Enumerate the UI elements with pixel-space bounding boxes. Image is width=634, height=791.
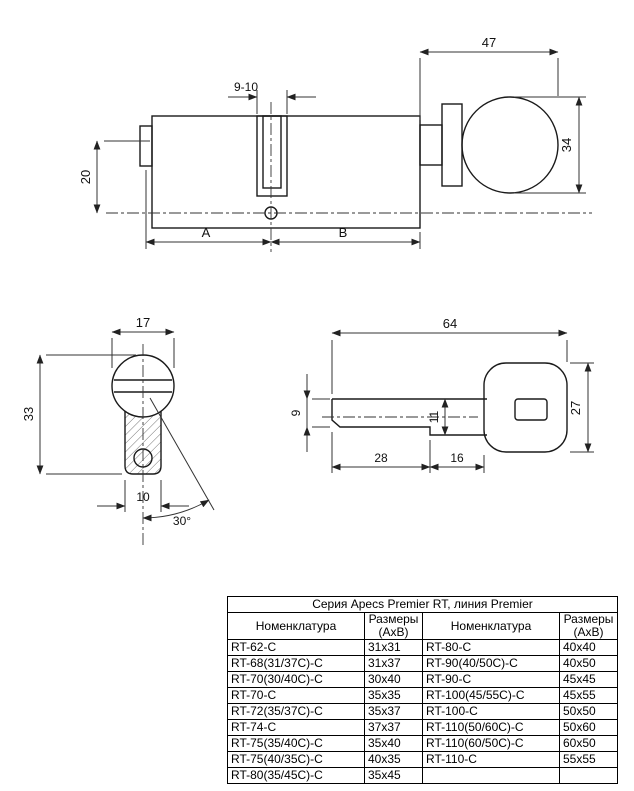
model-cell: RT-90(40/50C)-C bbox=[422, 655, 560, 673]
table-row: RT-70-C 35x35 RT-100(45/55C)-C 45x55 bbox=[227, 687, 618, 705]
key-side-view bbox=[331, 362, 568, 453]
dim-label-16: 16 bbox=[450, 451, 464, 465]
dim-label-64: 64 bbox=[443, 316, 457, 331]
model-cell: RT-80(35/45C)-C bbox=[227, 767, 365, 785]
table-row: RT-72(35/37C)-C 35x37 RT-100-C 50x50 bbox=[227, 703, 618, 721]
model-cell: RT-68(31/37C)-C bbox=[227, 655, 365, 673]
cam bbox=[256, 115, 288, 197]
table-row: RT-62-C 31x31 RT-80-C 40x40 bbox=[227, 639, 618, 657]
key-shaft bbox=[331, 398, 487, 436]
dim-label-28: 28 bbox=[374, 451, 388, 465]
model-cell: RT-90-C bbox=[422, 671, 560, 689]
size-cell: 31x31 bbox=[364, 639, 423, 657]
size-cell: 40x35 bbox=[364, 751, 423, 769]
top-view-dimension-labels: 47 9-10 34 20 A B bbox=[78, 35, 574, 240]
dim-label-17: 17 bbox=[136, 315, 150, 330]
profile-angle-construction bbox=[142, 397, 215, 522]
dim-label-11: 11 bbox=[427, 410, 441, 423]
model-cell: RT-110-C bbox=[422, 751, 560, 769]
model-cell: RT-100(45/55C)-C bbox=[422, 687, 560, 705]
top-view-dimensions bbox=[93, 48, 586, 249]
model-cell: RT-74-C bbox=[227, 719, 365, 737]
size-cell: 55x55 bbox=[559, 751, 618, 769]
size-cell: 30x40 bbox=[364, 671, 423, 689]
model-cell: RT-72(35/37C)-C bbox=[227, 703, 365, 721]
table-header-row: Номенклатура Размеры (АхВ) Номенклатура … bbox=[227, 611, 618, 641]
model-cell: RT-100-C bbox=[422, 703, 560, 721]
dim-label-47: 47 bbox=[482, 35, 496, 50]
model-cell: RT-80-C bbox=[422, 639, 560, 657]
size-cell: 35x45 bbox=[364, 767, 423, 785]
size-cell: 50x50 bbox=[559, 703, 618, 721]
size-cell: 35x37 bbox=[364, 703, 423, 721]
size-cell bbox=[559, 767, 618, 785]
table-row: RT-75(35/40C)-C 35x40 RT-110(60/50C)-C 6… bbox=[227, 735, 618, 753]
col-header-nomenclature-right: Номенклатура bbox=[422, 611, 560, 641]
size-cell: 45x45 bbox=[559, 671, 618, 689]
table-row: RT-74-C 37x37 RT-110(50/60C)-C 50x60 bbox=[227, 719, 618, 737]
knob-flange bbox=[441, 103, 463, 187]
model-cell: RT-70(30/40C)-C bbox=[227, 671, 365, 689]
top-view-centerlines bbox=[106, 102, 592, 252]
model-cell: RT-110(60/50C)-C bbox=[422, 735, 560, 753]
model-cell: RT-62-C bbox=[227, 639, 365, 657]
size-table: Серия Apecs Premier RT, линия Premier Но… bbox=[227, 596, 618, 785]
angle-arc bbox=[142, 499, 210, 522]
cylinder-plug-face bbox=[139, 125, 153, 167]
cam-inner bbox=[262, 115, 282, 189]
size-cell: 35x40 bbox=[364, 735, 423, 753]
size-cell: 45x55 bbox=[559, 687, 618, 705]
size-cell: 35x35 bbox=[364, 687, 423, 705]
angle-leg-line bbox=[149, 397, 215, 511]
size-cell: 60x50 bbox=[559, 735, 618, 753]
table-row: RT-70(30/40C)-C 30x40 RT-90-C 45x45 bbox=[227, 671, 618, 689]
col-header-nomenclature-left: Номенклатура bbox=[227, 611, 365, 641]
dim-label-30deg: 30° bbox=[173, 514, 191, 528]
dim-label-a: A bbox=[202, 225, 211, 240]
size-cell: 50x60 bbox=[559, 719, 618, 737]
model-cell: RT-75(35/40C)-C bbox=[227, 735, 365, 753]
table-title-row: Серия Apecs Premier RT, линия Premier bbox=[227, 596, 618, 613]
key-bow-hole bbox=[514, 398, 548, 421]
model-cell bbox=[422, 767, 560, 785]
table-row: RT-68(31/37C)-C 31x37 RT-90(40/50C)-C 40… bbox=[227, 655, 618, 673]
cylinder-body bbox=[151, 115, 421, 229]
key-dimensions bbox=[303, 329, 594, 473]
dim-label-9-10: 9-10 bbox=[234, 80, 258, 94]
col-header-sizes-right: Размеры (АхВ) bbox=[559, 611, 618, 641]
size-table-section: Серия Apecs Premier RT, линия Premier Но… bbox=[227, 596, 618, 785]
table-row: RT-75(40/35C)-C 40x35 RT-110-C 55x55 bbox=[227, 751, 618, 769]
model-cell: RT-70-C bbox=[227, 687, 365, 705]
col-header-sizes-left: Размеры (АхВ) bbox=[364, 611, 423, 641]
size-cell: 40x40 bbox=[559, 639, 618, 657]
size-cell: 31x37 bbox=[364, 655, 423, 673]
technical-drawing: 47 9-10 34 20 A B 17 33 10 30° bbox=[21, 35, 594, 546]
dim-label-27: 27 bbox=[568, 401, 583, 415]
table-title: Серия Apecs Premier RT, линия Premier bbox=[227, 596, 618, 613]
table-row: RT-80(35/45C)-C 35x45 bbox=[227, 767, 618, 785]
dim-label-34: 34 bbox=[559, 138, 574, 152]
model-cell: RT-110(50/60C)-C bbox=[422, 719, 560, 737]
thumbturn-knob bbox=[461, 96, 559, 194]
dim-label-20: 20 bbox=[78, 170, 93, 184]
dim-label-33: 33 bbox=[21, 407, 36, 421]
size-cell: 40x50 bbox=[559, 655, 618, 673]
size-cell: 37x37 bbox=[364, 719, 423, 737]
dim-label-9: 9 bbox=[289, 409, 303, 416]
profile-dimension-labels: 17 33 10 30° bbox=[21, 315, 191, 528]
key-dimension-labels: 64 9 11 27 28 16 bbox=[289, 316, 583, 465]
cylinder-side-view bbox=[139, 96, 559, 229]
dim-label-b: B bbox=[339, 225, 348, 240]
knob-stem bbox=[419, 124, 443, 166]
dim-label-10: 10 bbox=[136, 490, 150, 504]
key-bow bbox=[483, 362, 568, 453]
profile-dimensions bbox=[36, 328, 189, 512]
model-cell: RT-75(40/35C)-C bbox=[227, 751, 365, 769]
